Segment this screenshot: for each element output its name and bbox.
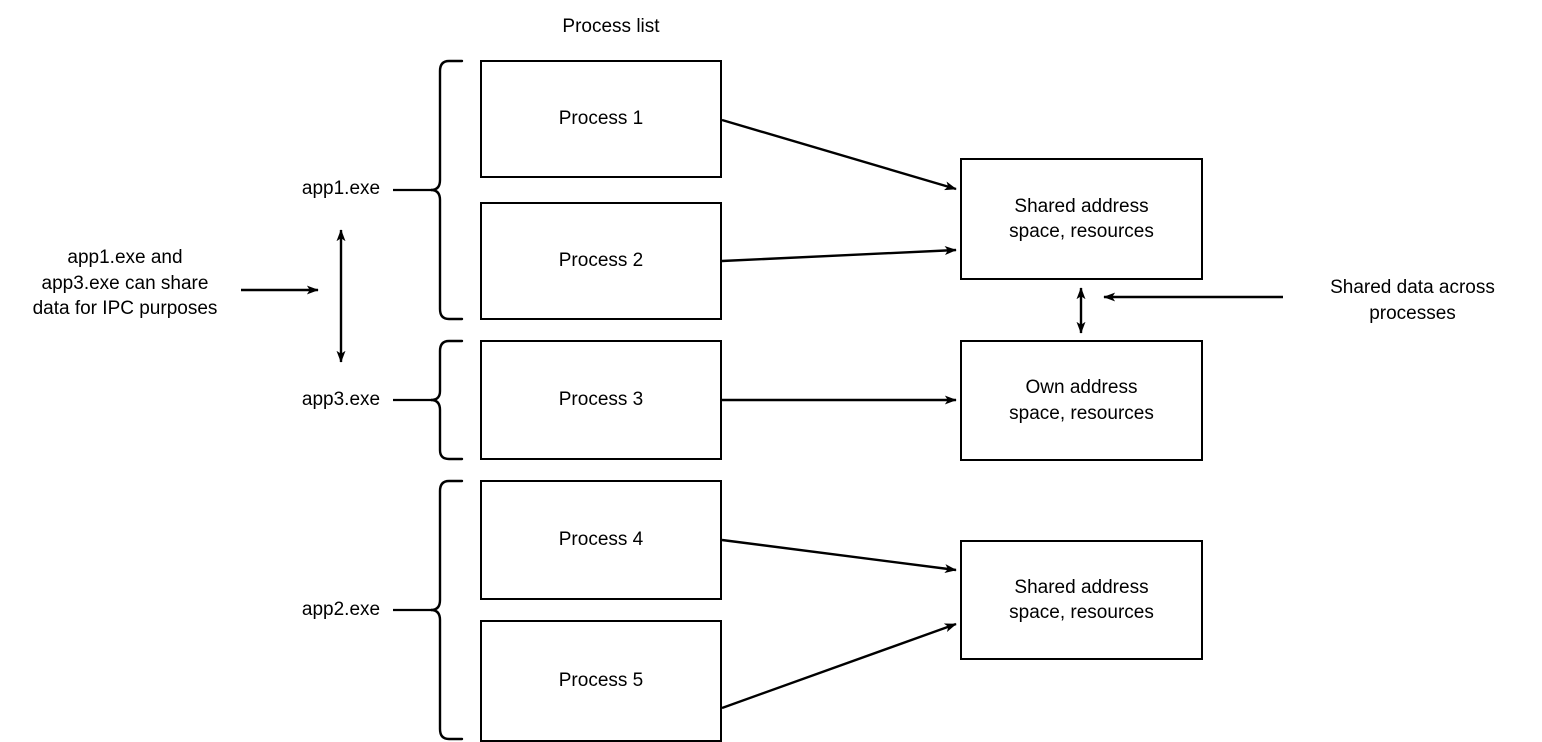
process-box-2-label: Process 2 [558,250,644,272]
arrow-process-4-to-shared-address-space [721,538,957,574]
process-box-5[interactable]: Process 5 [480,620,722,742]
memory-box-shared-address-space-app2-label: Shared address space, resources [1009,576,1154,623]
memory-box-shared-address-space-app1[interactable]: Shared address space, resources [960,158,1203,280]
app-label-app1-exe: app1.exe [301,178,381,199]
memory-box-own-address-space-app3-label: Own address space, resources [1009,377,1154,424]
arrow-process-2-to-shared-address-space [721,246,957,263]
arrow-process-1-to-shared-address-space [721,118,957,191]
arrow-process-5-to-shared-address-space [721,622,957,710]
memory-box-own-address-space-app3[interactable]: Own address space, resources [960,340,1203,461]
brace-app2-exe [393,479,464,741]
annotation-shared-data-across-processes: Shared data across processes [1330,277,1495,324]
brace-app3-exe [393,339,464,461]
process-box-2[interactable]: Process 2 [480,202,722,320]
annotation-ipc-sharing: app1.exe and app3.exe can share data for… [32,247,218,320]
memory-box-shared-address-space-app1-label: Shared address space, resources [1009,195,1154,242]
process-box-4[interactable]: Process 4 [480,480,722,600]
page-title: Process list [562,16,660,37]
process-box-1-label: Process 1 [558,108,644,130]
process-box-5-label: Process 5 [558,670,644,692]
process-box-3-label: Process 3 [558,389,644,411]
process-box-4-label: Process 4 [558,529,644,551]
memory-box-shared-address-space-app2[interactable]: Shared address space, resources [960,540,1203,660]
process-box-3[interactable]: Process 3 [480,340,722,460]
brace-app1-exe [393,59,464,321]
app-label-app2-exe: app2.exe [301,599,381,620]
process-box-1[interactable]: Process 1 [480,60,722,178]
app-label-app3-exe: app3.exe [301,389,381,410]
